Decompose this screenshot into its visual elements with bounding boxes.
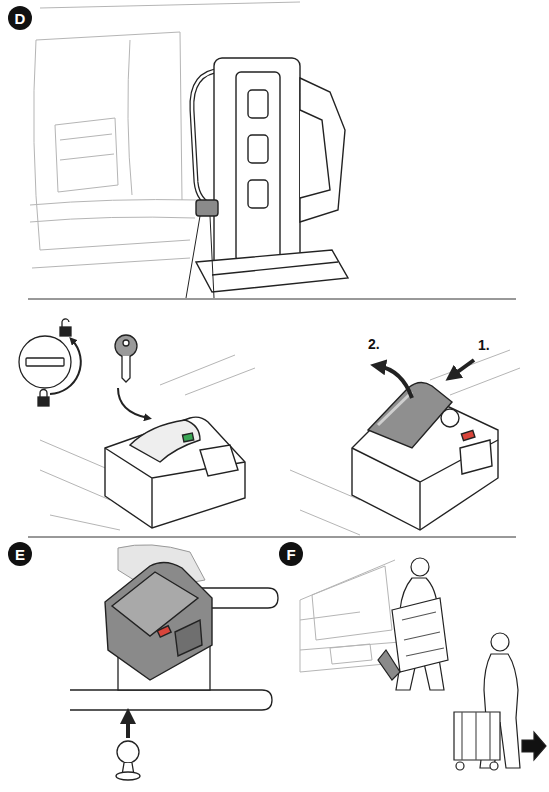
- release-button: [175, 620, 202, 656]
- open-handle-seat: [130, 420, 200, 462]
- coupling-housing-closed: [352, 382, 498, 530]
- carrier-frame: [214, 58, 300, 283]
- coupling-on-ball: [105, 562, 212, 680]
- wheel-holder: [300, 78, 345, 222]
- step-circle-fill: [8, 6, 32, 30]
- red-indicator: [157, 626, 171, 637]
- step-letter-text: E: [8, 542, 32, 566]
- housing-top: [352, 440, 498, 530]
- slot: [248, 180, 268, 208]
- release-button: [200, 445, 238, 476]
- key-hole: [123, 340, 129, 346]
- step-circle-fill: [8, 542, 32, 566]
- carrier-held: [392, 598, 448, 672]
- step-letter-text: F: [279, 542, 303, 566]
- step-circle-fill: [279, 542, 303, 566]
- lock-dial: [19, 336, 71, 388]
- key-shaft: [122, 356, 130, 382]
- tow-lock: [196, 200, 218, 216]
- move-arrow: [522, 732, 546, 760]
- closed-lock-icon: [38, 390, 49, 406]
- tow-bar-lines: [290, 350, 520, 535]
- bumper: [30, 200, 200, 268]
- key: [115, 335, 148, 418]
- slot: [248, 135, 268, 163]
- carrier-base: [196, 250, 348, 292]
- bike-carrier: [192, 58, 348, 292]
- housing-body: [105, 417, 245, 528]
- wheel-holder: [300, 110, 330, 198]
- up-arrow: [126, 716, 130, 738]
- carrier-panel: [236, 72, 280, 262]
- tailgate-line: [128, 32, 182, 200]
- separator: [28, 537, 516, 538]
- release-button: [460, 440, 492, 474]
- slot: [248, 90, 268, 118]
- tow-ball: [116, 716, 140, 780]
- lift-arrow: [378, 366, 412, 398]
- lock-symbol: [19, 319, 81, 406]
- press-arrow: [452, 360, 474, 376]
- tow-bar-lines: [40, 355, 255, 530]
- callout-number: 2.: [368, 337, 380, 351]
- key-arrow: [118, 388, 148, 418]
- handle-highlight: [378, 392, 412, 425]
- tail-light: [55, 118, 118, 192]
- red-indicator: [461, 430, 475, 440]
- car-rear: [30, 2, 300, 268]
- step-letter-text: D: [8, 6, 32, 30]
- base-rail: [212, 262, 338, 275]
- carrier-carried: [454, 712, 500, 760]
- housing-body: [105, 562, 212, 680]
- coupling-housing: [105, 417, 245, 528]
- callout-number: 1.: [478, 338, 490, 352]
- step-letter: D: [8, 6, 32, 30]
- person-carrying: [454, 633, 546, 770]
- key-head: [115, 335, 137, 357]
- green-indicator: [182, 433, 193, 442]
- lock-cylinder: [441, 409, 459, 427]
- person-lifting: [378, 558, 448, 690]
- separator: [28, 299, 516, 300]
- turn-arrow: [50, 340, 81, 394]
- lock-slot: [26, 358, 64, 366]
- leader-line: [186, 216, 214, 298]
- bar-tube: [70, 690, 272, 710]
- open-lock-icon: [60, 319, 71, 336]
- step-letter: F: [279, 542, 303, 566]
- step-letter: E: [8, 542, 32, 566]
